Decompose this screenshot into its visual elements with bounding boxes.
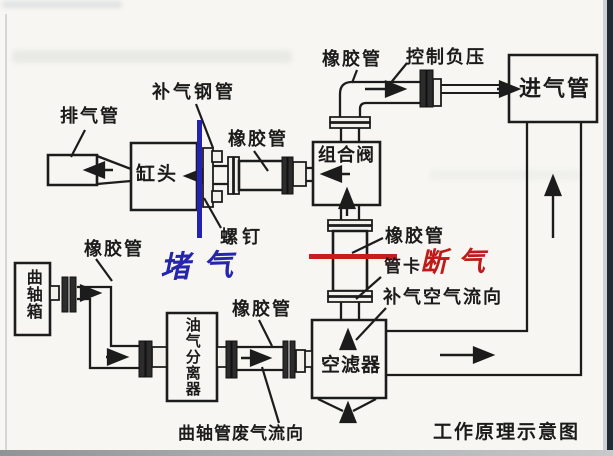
label-block-air: 堵气 [159,248,247,285]
head-to-valve-pipe [213,157,313,194]
label-screw: 螺钉 [220,227,264,247]
crankcase-pipe [15,263,139,368]
exhaust-pipe-shape [48,155,131,185]
scan-edge-right-soft [603,0,607,456]
label-air-steel-pipe: 补气钢管 [152,82,236,102]
scan-smudge [12,50,292,63]
vertical-rubber-pipe [328,205,372,320]
scan-edge-left [5,14,7,454]
label-crankcase-exhaust-flow: 曲轴管废气流向 [178,424,304,443]
label-cylinder-head: 缸头 [136,164,179,185]
label-rubber-pipe-mid: 橡胶管 [385,226,445,246]
label-rubber-pipe-bottom: 橡胶管 [232,299,292,319]
intake-pipe-shape [509,55,597,122]
scan-edge-bottom [0,450,613,456]
label-intake-pipe: 进气管 [519,76,592,101]
block-air-blue-bar [197,120,202,238]
label-rubber-pipe-left: 橡胶管 [84,239,144,259]
label-rubber-pipe-top: 橡胶管 [322,49,382,69]
leader-lines [71,63,407,423]
control-vacuum-pipe [330,70,522,142]
label-rubber-pipe-head: 橡胶管 [228,129,288,149]
air-filter-shape [301,320,386,424]
combo-valve-shape [313,142,380,216]
cut-air-red-bar [309,254,397,259]
separator-pipe [139,313,305,401]
diagram-title: 工作原理示意图 [433,422,581,443]
scan-smudge [430,170,580,180]
label-crankcase: 曲轴箱 [23,269,41,320]
label-oil-gas-separator: 油气分离器 [183,317,201,397]
label-combo-valve: 组合阀 [318,145,375,165]
label-exhaust-pipe: 排气管 [60,106,120,126]
label-control-vacuum: 控制负压 [406,47,486,67]
scan-edge-right [607,0,613,456]
label-cut-air: 断气 [419,246,497,278]
filter-to-intake-duct [386,122,581,375]
label-air-supply-flow: 补气空气流向 [383,287,503,307]
label-pipe-clamp: 管卡 [384,257,422,276]
label-air-filter: 空滤器 [321,355,382,376]
scan-smudge [2,1,122,8]
